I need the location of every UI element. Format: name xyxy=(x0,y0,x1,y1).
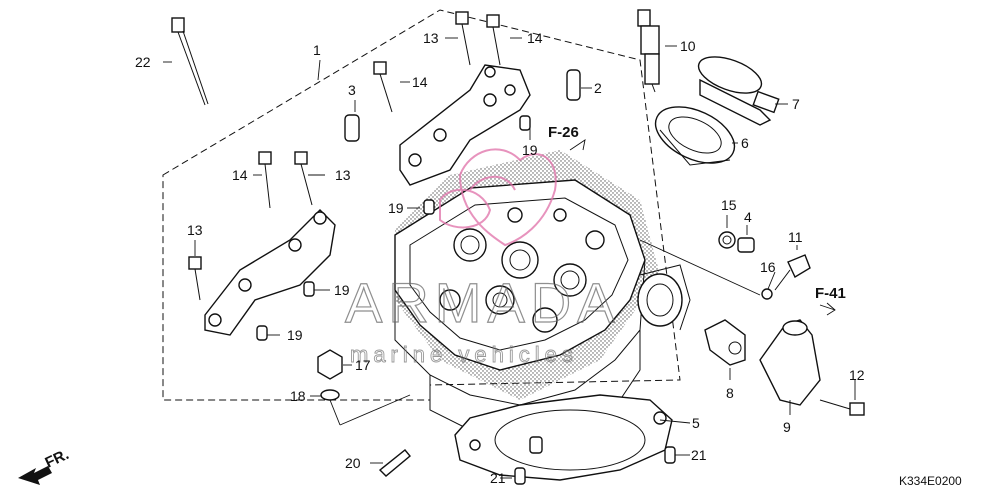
watermark-brand: ARMADA xyxy=(345,271,621,334)
temperature-sensor xyxy=(761,254,811,300)
bolts xyxy=(171,11,865,416)
label-10: 10 xyxy=(680,38,696,54)
label-13-left: 13 xyxy=(335,167,351,183)
bolt-plug xyxy=(704,319,746,366)
label-19-low: 19 xyxy=(287,327,303,343)
cam-holder-upper xyxy=(399,64,531,186)
front-direction-arrow: FR. xyxy=(18,446,72,485)
label-22: 22 xyxy=(135,54,151,70)
label-14-left: 14 xyxy=(232,167,248,183)
stud-bolt xyxy=(378,449,411,477)
ref-f26: F-26 xyxy=(548,124,579,141)
label-12: 12 xyxy=(849,367,865,383)
label-11: 11 xyxy=(788,229,803,245)
label-21-bottom: 21 xyxy=(490,470,506,486)
label-8: 8 xyxy=(726,385,734,401)
watermark: ARMADA marine vehicles xyxy=(344,148,621,367)
label-5: 5 xyxy=(692,415,700,431)
label-6: 6 xyxy=(741,135,749,151)
cylinder-head-gasket xyxy=(454,394,673,481)
label-4: 4 xyxy=(744,209,752,225)
label-2: 2 xyxy=(594,80,602,96)
cam-holder-left xyxy=(204,209,336,336)
leader-lines xyxy=(163,37,856,479)
spark-plug xyxy=(637,9,660,93)
label-19-mid: 19 xyxy=(334,282,350,298)
assembly-boundary xyxy=(162,9,681,401)
label-13-top: 13 xyxy=(423,30,439,46)
label-20: 20 xyxy=(345,455,361,471)
nut-and-washer xyxy=(317,349,343,401)
label-14-top: 14 xyxy=(527,30,543,46)
label-18: 16 xyxy=(760,259,776,275)
sealing-washer-and-plug xyxy=(718,231,755,253)
label-19-top: 19 xyxy=(522,142,538,158)
ref-f41: F-41 xyxy=(815,285,846,302)
diagram-code: K334E0200 xyxy=(899,474,962,488)
label-21-right: 21 xyxy=(691,447,707,463)
head-port xyxy=(637,264,691,331)
label-16: 18 xyxy=(290,388,306,404)
water-joint xyxy=(759,319,821,406)
label-19-left: 19 xyxy=(388,200,404,216)
label-17: 15 xyxy=(721,197,737,213)
front-label: FR. xyxy=(43,446,72,472)
label-3: 3 xyxy=(348,82,356,98)
hose-clamp xyxy=(697,56,780,126)
label-1: 1 xyxy=(313,42,321,58)
label-13-bottom: 13 xyxy=(187,222,203,238)
intake-insulator xyxy=(654,106,736,166)
watermark-tagline: marine vehicles xyxy=(350,342,578,367)
label-7: 7 xyxy=(792,96,800,112)
label-9: 9 xyxy=(783,419,791,435)
dowel-pins xyxy=(256,69,676,485)
label-15: 17 xyxy=(355,357,371,373)
label-14-mid: 14 xyxy=(412,74,428,90)
part-labels: 22 1 13 14 14 2 3 10 7 6 19 19 14 13 13 … xyxy=(135,30,865,486)
